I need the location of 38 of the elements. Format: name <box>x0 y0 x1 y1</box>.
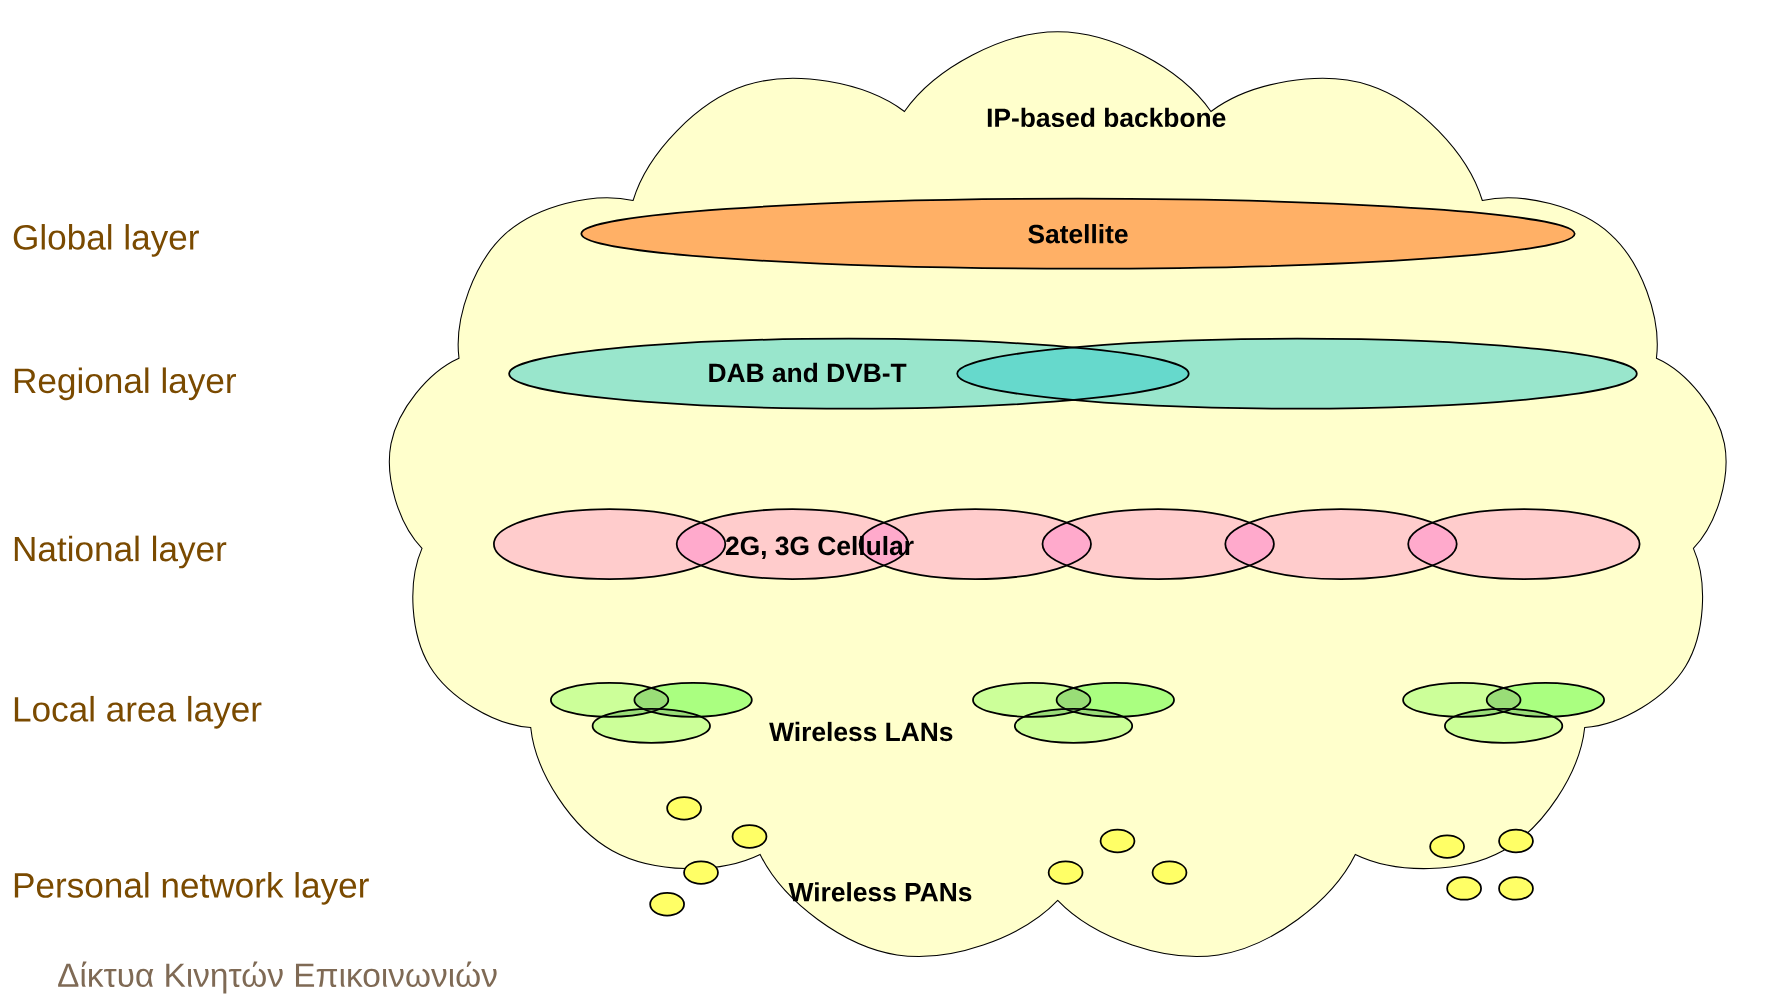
pan-ellipse <box>666 796 702 821</box>
pan-ellipse <box>1429 834 1465 859</box>
pan-ellipse <box>649 892 685 917</box>
cell-ellipse <box>1407 508 1641 580</box>
pan-ellipse <box>1498 876 1534 901</box>
wlan-ellipse <box>1485 682 1605 718</box>
ellipse-label: Satellite <box>1028 224 1128 244</box>
wlan-ellipse <box>591 708 711 744</box>
pan-ellipse <box>1498 828 1534 854</box>
pan-ellipse <box>731 824 768 849</box>
wlan-ellipse <box>633 682 753 718</box>
cell-ellipse <box>1224 508 1458 580</box>
pan-ellipse <box>1446 876 1482 901</box>
ellipse-label: DAB and DVB-T <box>709 362 907 383</box>
wlan-ellipse <box>1402 682 1522 718</box>
wlan-ellipse <box>1055 682 1175 718</box>
cell-ellipse <box>1041 508 1275 580</box>
coverage-ellipse <box>508 337 1190 410</box>
coverage-ellipse <box>956 337 1638 410</box>
wlan-ellipse <box>1444 708 1564 744</box>
cloud-label: IP-based backbone <box>987 107 1226 128</box>
pan-ellipse <box>1151 860 1188 885</box>
satellite-ellipse <box>580 197 1576 270</box>
pan-ellipse <box>683 860 719 885</box>
layer-label: National layer <box>14 535 227 569</box>
footer-text: Δίκτυα Κινητών Επικοινωνιών <box>58 961 497 994</box>
cell-ellipse <box>493 508 727 580</box>
layer-label: Regional layer <box>14 367 236 401</box>
network-label: Wireless PANs <box>788 882 972 902</box>
wlan-ellipse <box>972 682 1092 718</box>
pan-ellipse <box>1099 828 1136 854</box>
wlan-ellipse <box>1013 708 1134 744</box>
wlan-ellipse <box>550 682 670 718</box>
pan-ellipse <box>1047 860 1084 885</box>
network-label: Wireless LANs <box>769 721 953 742</box>
layer-label: Personal network layer <box>14 872 369 905</box>
layer-label: Global layer <box>13 224 199 257</box>
layer-label: Local area layer <box>14 695 262 729</box>
